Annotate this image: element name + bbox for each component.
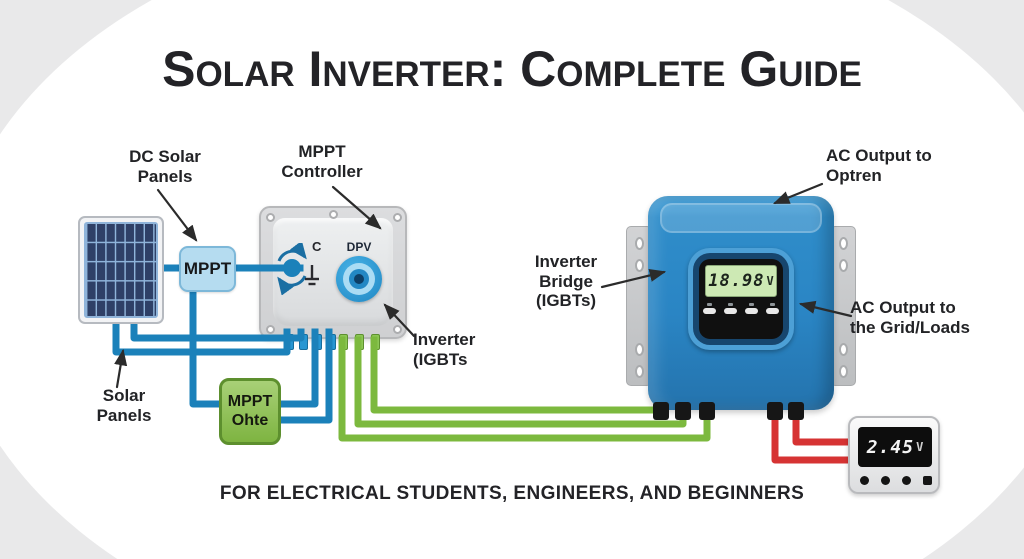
inverter-display-value: 18.98 [708, 271, 765, 291]
solar-cells-grid [84, 222, 158, 318]
ac-terminal [767, 402, 783, 420]
screw-hole-icon [329, 210, 338, 219]
inverter-display-unit: V [766, 274, 774, 288]
inverter-body: 18.98 V [648, 196, 834, 410]
output-terminal-pin [339, 334, 348, 350]
inverter-lcd-display: 18.98 V [705, 265, 777, 297]
dc-terminal-pin [313, 334, 322, 350]
inverter-button[interactable] [724, 303, 737, 314]
flange-hole-icon [635, 343, 644, 356]
footer-text: FOR ELECTRICAL STUDENTS, ENGINEERS, AND … [219, 483, 805, 504]
dpv-knob: DPV [333, 240, 385, 304]
flange-hole-icon [635, 237, 644, 250]
display-bezel: 18.98 V [688, 248, 794, 350]
label-mppt-controller: MPPT Controller [281, 142, 363, 181]
ac-terminal [788, 402, 804, 420]
output-terminal-pin [355, 334, 364, 350]
mppt-box: MPPT [179, 246, 236, 292]
inverter-device: 18.98 V [626, 196, 856, 420]
flange-hole-icon [635, 365, 644, 378]
inverter-button[interactable] [766, 303, 779, 314]
screw-hole-icon [393, 213, 402, 222]
meter-button[interactable] [923, 476, 932, 485]
label-ac-output-right: AC Output to the Grid/Loads [850, 298, 970, 337]
meter-display-unit: V [916, 440, 924, 454]
rotation-dial-icon: C [270, 239, 332, 296]
label-inverter-bridge: Inverter Bridge (IGBTs) [534, 252, 598, 311]
inverter-button[interactable] [703, 303, 716, 314]
knob-dial-icon [336, 256, 382, 302]
screw-hole-icon [266, 325, 275, 334]
charge-controller-box: MPPT Ohte [219, 378, 281, 445]
label-inverter-igbts: Inverter (IGBTs [413, 330, 476, 369]
output-terminal [675, 402, 691, 420]
page-title: Solar Inverter: Complete Guide [162, 41, 862, 97]
output-terminal-pin [371, 334, 380, 350]
output-terminal [699, 402, 715, 420]
meter-button[interactable] [860, 476, 869, 485]
inverter-top-band [660, 203, 822, 233]
label-solar-panels: Solar Panels [96, 386, 152, 425]
meter-button[interactable] [902, 476, 911, 485]
dc-terminal-pin [285, 334, 294, 350]
inverter-button[interactable] [745, 303, 758, 314]
screw-hole-icon [393, 325, 402, 334]
label-ac-output-top: AC Output to Optren [826, 146, 932, 185]
voltage-meter-device: 2.45 V [848, 416, 940, 494]
label-dc-solar-panels: DC Solar Panels [129, 147, 201, 186]
dc-terminal-pin [299, 334, 308, 350]
dial-label: C [312, 239, 322, 254]
flange-hole-icon [839, 343, 848, 356]
mppt-box-label: MPPT [183, 259, 232, 278]
meter-display-value: 2.45 [866, 436, 915, 458]
dc-terminal-pin [327, 334, 336, 350]
knob-label: DPV [346, 240, 372, 254]
meter-screen: 2.45 V [858, 427, 932, 467]
flange-hole-icon [839, 365, 848, 378]
screw-hole-icon [266, 213, 275, 222]
meter-button[interactable] [881, 476, 890, 485]
display-panel: 18.98 V [699, 259, 783, 339]
solar-panel [78, 216, 164, 324]
output-terminal [653, 402, 669, 420]
flange-hole-icon [839, 237, 848, 250]
flange-hole-icon [635, 259, 644, 272]
flange-hole-icon [839, 259, 848, 272]
charge-controller-label: MPPT Ohte [227, 393, 273, 429]
